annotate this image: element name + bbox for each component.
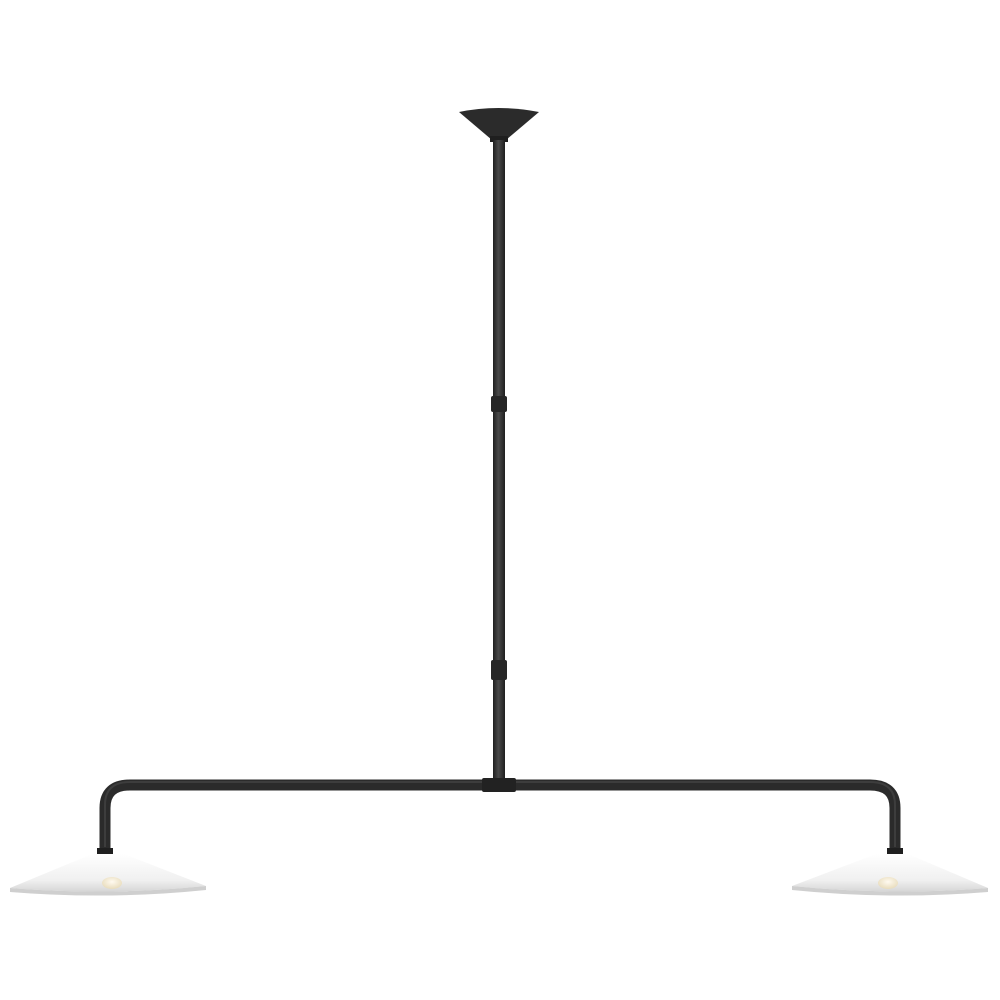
left-shade bbox=[10, 848, 206, 896]
pendant-stem bbox=[491, 140, 507, 785]
right-bulb bbox=[878, 877, 898, 889]
center-coupler bbox=[482, 778, 516, 792]
ceiling-canopy bbox=[459, 108, 539, 142]
left-bulb bbox=[102, 877, 122, 889]
right-shade bbox=[792, 848, 988, 896]
horizontal-arm bbox=[99, 778, 901, 850]
